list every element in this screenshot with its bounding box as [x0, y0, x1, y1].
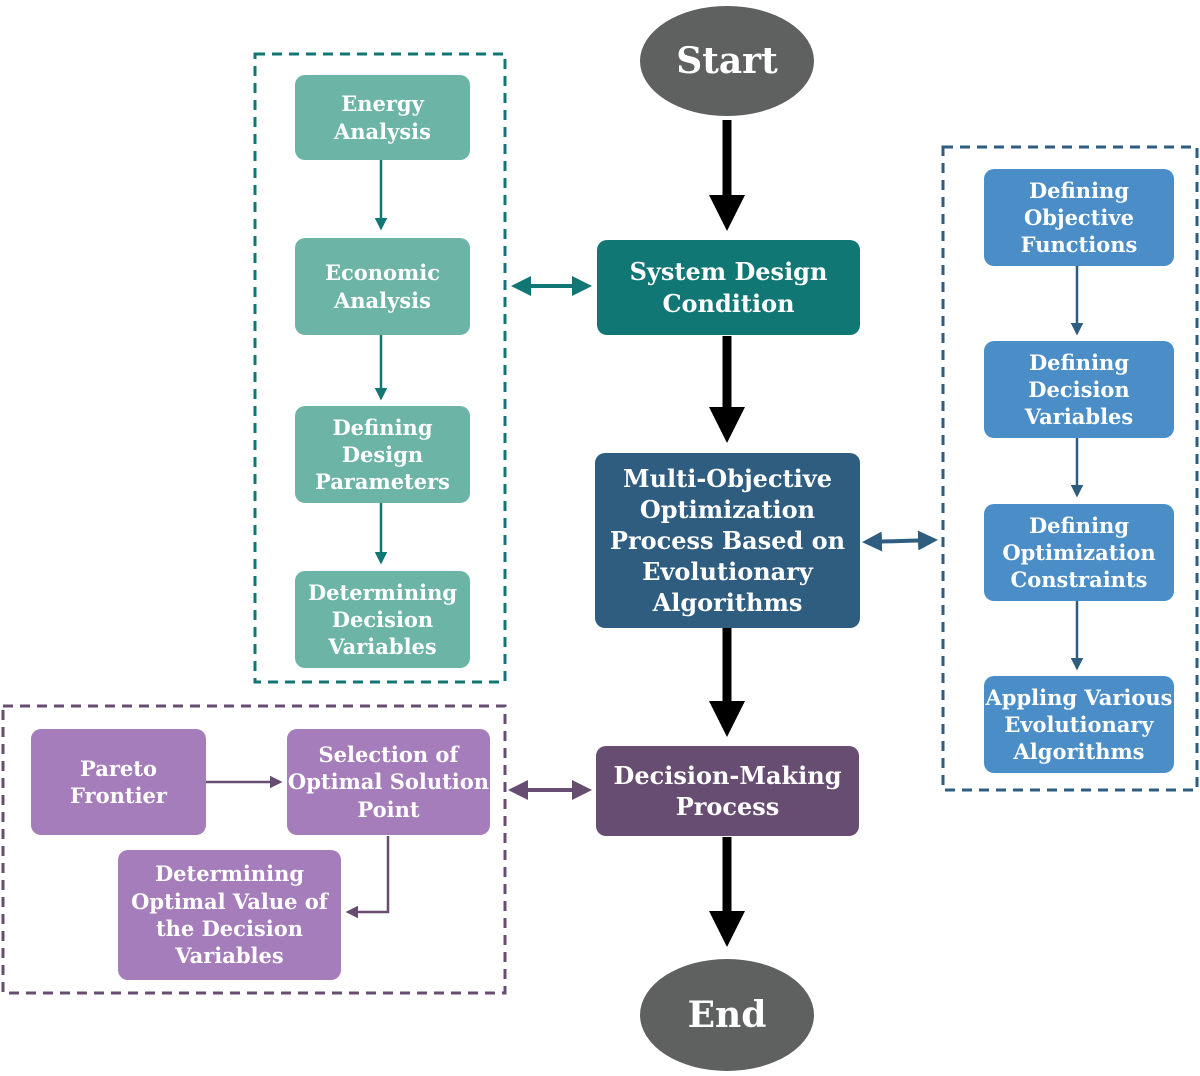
start-label: Start [676, 39, 778, 82]
pareto-frontier-label: Pareto Frontier [70, 755, 167, 808]
defining-optimization-constraints-label: Defining Optimization Constraints [1002, 512, 1156, 593]
energy-analysis-node: Energy Analysis [295, 75, 470, 160]
defining-objective-functions-label: Defining Objective Functions [1020, 177, 1138, 258]
determining-optimal-value-label: Determining Optimal Value of the Decisio… [131, 861, 328, 969]
pareto-frontier-node: Pareto Frontier [31, 729, 206, 835]
determining-decision-variables-label: Determining Decision Variables [307, 579, 458, 660]
energy-analysis-label: Energy Analysis [334, 91, 431, 144]
defining-decision-variables-node: Defining Decision Variables [984, 341, 1174, 438]
multi-objective-optimization-node: Multi-Objective Optimization Process Bas… [595, 453, 860, 628]
defining-design-parameters-node: Defining Design Parameters [295, 406, 470, 503]
economic-analysis-label: Economic Analysis [324, 260, 441, 313]
applying-evolutionary-algorithms-node: Appling Various Evolutionary Algorithms [984, 676, 1174, 773]
determining-optimal-value-node: Determining Optimal Value of the Decisio… [118, 850, 341, 980]
multi-objective-optimization-label: Multi-Objective Optimization Process Bas… [609, 463, 846, 618]
system-design-condition-node: System Design Condition [597, 240, 860, 335]
decision-making-process-label: Decision-Making Process [613, 760, 842, 821]
selection-optimal-solution-node: Selection of Optimal Solution Point [287, 729, 490, 835]
arrow-selection-to-optimal-value [345, 836, 390, 919]
defining-decision-variables-label: Defining Decision Variables [1024, 349, 1134, 430]
start-node: Start [640, 6, 814, 116]
economic-analysis-node: Economic Analysis [295, 238, 470, 335]
end-node: End [640, 959, 814, 1071]
end-label: End [687, 993, 767, 1036]
optimization-group-border [941, 145, 1199, 792]
defining-objective-functions-node: Defining Objective Functions [984, 169, 1174, 266]
decision-making-process-node: Decision-Making Process [596, 746, 859, 836]
defining-optimization-constraints-node: Defining Optimization Constraints [984, 504, 1174, 601]
selection-optimal-solution-label: Selection of Optimal Solution Point [287, 742, 490, 822]
design-group-border [253, 52, 507, 684]
determining-decision-variables-node: Determining Decision Variables [295, 571, 470, 668]
defining-design-parameters-label: Defining Design Parameters [314, 414, 451, 495]
applying-evolutionary-algorithms-label: Appling Various Evolutionary Algorithms [985, 684, 1173, 765]
arrow-moo-optimization-group [862, 530, 938, 552]
system-design-condition-label: System Design Condition [629, 257, 828, 318]
decision-group-border [1, 704, 507, 995]
